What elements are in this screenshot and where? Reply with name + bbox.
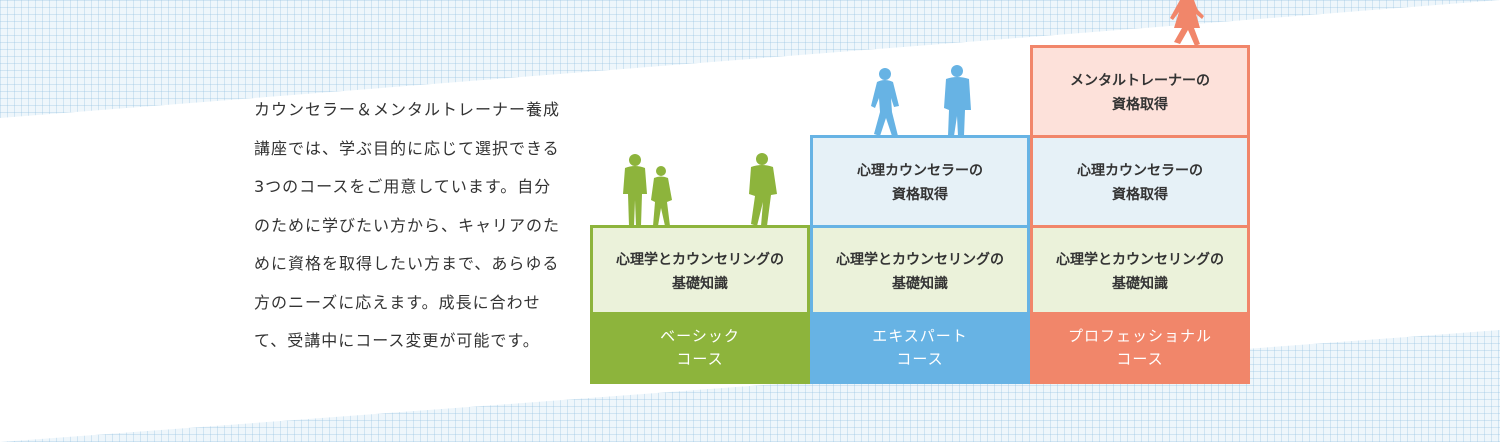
expert-level-counselor: 心理カウンセラーの 資格取得 bbox=[810, 135, 1030, 228]
expert-course-label: エキスパート コース bbox=[810, 312, 1030, 384]
professional-course-label: プロフェッショナル コース bbox=[1030, 312, 1250, 384]
three-people-silhouette-icon bbox=[623, 153, 777, 226]
professional-level-foundation: 心理学とカウンセリングの 基礎知識 bbox=[1030, 225, 1250, 315]
basic-level-foundation: 心理学とカウンセリングの 基礎知識 bbox=[590, 225, 810, 315]
expert-level-foundation: 心理学とカウンセリングの 基礎知識 bbox=[810, 225, 1030, 315]
walking-woman-silhouette-icon bbox=[1170, 0, 1204, 46]
professional-level-trainer: メンタルトレーナーの 資格取得 bbox=[1030, 45, 1250, 138]
basic-course-label: ベーシック コース bbox=[590, 312, 810, 384]
intro-text: カウンセラー＆メンタルトレーナー養成講座では、学ぶ目的に応じて選択できる3つのコ… bbox=[254, 100, 561, 350]
professional-level-counselor: 心理カウンセラーの 資格取得 bbox=[1030, 135, 1250, 228]
two-people-silhouette-icon bbox=[871, 65, 971, 136]
